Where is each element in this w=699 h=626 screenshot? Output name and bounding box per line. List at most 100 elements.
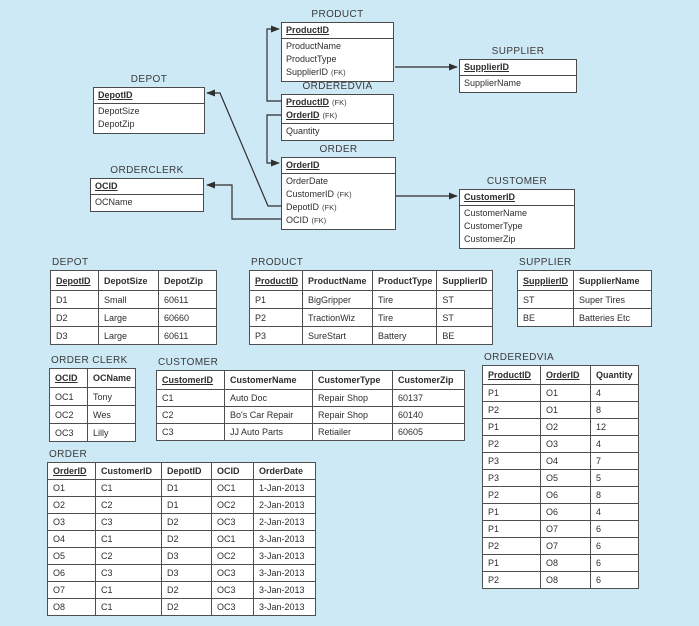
table-cell: OC3 xyxy=(211,598,254,616)
column-header-customername: CustomerName xyxy=(224,370,313,390)
attribute-name: SupplierID xyxy=(286,67,329,77)
column-header-label: CustomerID xyxy=(162,375,214,385)
table-cell: Small xyxy=(98,290,159,309)
table-cell: O8 xyxy=(540,554,591,572)
column-header-depotsize: DepotSize xyxy=(98,270,159,291)
table-cell: C1 xyxy=(95,581,162,599)
table-cell: 3-Jan-2013 xyxy=(253,598,316,616)
attribute-name: ProductType xyxy=(286,54,337,64)
table-cell: OC2 xyxy=(211,496,254,514)
table-cell: BE xyxy=(436,326,494,345)
column-header-label: OCName xyxy=(93,373,132,383)
table-cell: O3 xyxy=(47,513,96,531)
fk-tag: (FK) xyxy=(322,111,338,120)
table-cell: 5 xyxy=(590,469,639,487)
column-header-ocid: OCID xyxy=(49,368,88,388)
table-cell: 3-Jan-2013 xyxy=(253,581,316,599)
entity-title: PRODUCT xyxy=(311,9,364,20)
table-cell: C3 xyxy=(95,564,162,582)
table-cell: 12 xyxy=(590,418,639,436)
column-header-label: SupplierID xyxy=(442,275,488,286)
table-cell: O7 xyxy=(47,581,96,599)
column-header-customerzip: CustomerZip xyxy=(392,370,465,390)
attribute-name: OCID xyxy=(95,181,118,191)
column-header-productid: ProductID xyxy=(248,270,304,291)
entity-title: SUPPLIER xyxy=(491,46,545,57)
table-cell: P2 xyxy=(482,486,541,504)
table-cell: Lilly xyxy=(86,423,137,442)
fk-tag: (FK) xyxy=(332,98,347,107)
column-header-depotid: DepotID xyxy=(50,270,99,291)
table-cell: P2 xyxy=(482,401,541,419)
attribute-depotid: DepotID(FK) xyxy=(282,201,395,214)
table-cell: 6 xyxy=(590,571,639,589)
table-cell: D2 xyxy=(161,581,212,599)
column-header-supplierid: SupplierID xyxy=(517,270,574,291)
attribute-supplierid: SupplierID(FK) xyxy=(282,66,393,79)
table-cell: C3 xyxy=(95,513,162,531)
attribute-quantity: Quantity xyxy=(282,125,393,138)
table-cell: C2 xyxy=(156,406,225,424)
attribute-name: DepotSize xyxy=(98,106,140,116)
attribute-orderid: OrderID(FK) xyxy=(282,109,393,122)
table-cell: P2 xyxy=(482,435,541,453)
attribute-name: OrderDate xyxy=(286,176,329,186)
column-header-label: SupplierName xyxy=(579,275,640,286)
attribute-name: OrderID xyxy=(286,110,320,120)
attribute-name: ProductID xyxy=(286,97,330,107)
column-header-label: OrderID xyxy=(53,466,87,476)
table-cell: O8 xyxy=(47,598,96,616)
column-header-label: OrderID xyxy=(546,370,580,380)
attribute-orderdate: OrderDate xyxy=(282,175,395,188)
table-cell: Super Tires xyxy=(573,290,652,309)
table-cell: 3-Jan-2013 xyxy=(253,564,316,582)
table-cell: D2 xyxy=(161,530,212,548)
table-title: ORDER xyxy=(49,449,88,460)
attribute-producttype: ProductType xyxy=(282,53,393,66)
column-header-label: OrderDate xyxy=(259,466,304,476)
entity-title: ORDERCLERK xyxy=(110,165,184,176)
table-cell: D1 xyxy=(161,496,212,514)
table-cell: P1 xyxy=(482,418,541,436)
table-cell: ST xyxy=(517,290,574,309)
attribute-name: CustomerID xyxy=(464,192,516,202)
table-cell: OC3 xyxy=(211,564,254,582)
column-header-orderid: OrderID xyxy=(47,462,96,480)
table-cell: OC3 xyxy=(211,581,254,599)
column-header-suppliername: SupplierName xyxy=(573,270,652,291)
table-cell: O5 xyxy=(540,469,591,487)
table-cell: C2 xyxy=(95,496,162,514)
attribute-customerid: CustomerID xyxy=(460,191,574,204)
table-cell: OC2 xyxy=(211,547,254,565)
fk-tag: (FK) xyxy=(322,203,337,212)
attribute-productid: ProductID xyxy=(282,24,393,37)
table-cell: 4 xyxy=(590,503,639,521)
table-cell: 2-Jan-2013 xyxy=(253,496,316,514)
attribute-name: DepotID xyxy=(286,202,320,212)
relationship-order-depot xyxy=(206,89,281,207)
table-cell: 2-Jan-2013 xyxy=(253,513,316,531)
attribute-name: SupplierID xyxy=(464,62,510,72)
